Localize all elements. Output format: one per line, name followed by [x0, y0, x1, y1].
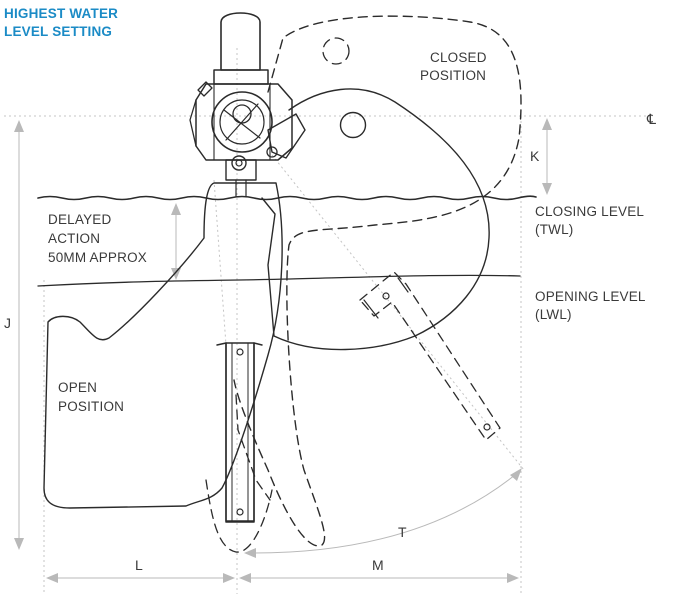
- closed-position-arm: [359, 271, 501, 441]
- arm-axis-guide: [271, 154, 525, 471]
- closed-arm-pin: [382, 292, 390, 300]
- open-arm-pin-end: [236, 508, 244, 516]
- svg-text:DELAYED: DELAYED: [48, 212, 111, 227]
- opening-level-surface: [37, 274, 521, 287]
- svg-text:OPENING LEVEL: OPENING LEVEL: [535, 289, 646, 304]
- dimension-l-label: L: [135, 557, 143, 573]
- valve-head: [189, 12, 306, 197]
- open-arm-swing-outline: [205, 479, 273, 553]
- title-line-2: LEVEL SETTING: [4, 24, 112, 39]
- svg-text:CLOSING LEVEL: CLOSING LEVEL: [535, 204, 644, 219]
- closing-level-label: CLOSING LEVEL (TWL): [535, 204, 644, 237]
- dimension-k-label: K: [530, 148, 540, 164]
- closing-level-surface: [37, 195, 537, 201]
- float-axis-guide: [213, 179, 227, 346]
- dimension-t-label: T: [398, 524, 407, 540]
- svg-text:CLOSED: CLOSED: [430, 50, 487, 65]
- open-position-float: [43, 182, 283, 509]
- dimension-m-label: M: [372, 557, 384, 573]
- dimension-m: M: [239, 557, 519, 583]
- svg-text:50MM APPROX: 50MM APPROX: [48, 250, 147, 265]
- delayed-action-label: DELAYED ACTION 50MM APPROX: [48, 212, 147, 265]
- svg-text:(TWL): (TWL): [535, 222, 574, 237]
- intermediate-float: [261, 88, 490, 351]
- float-hole: [339, 111, 367, 139]
- dimension-t: T: [244, 468, 522, 558]
- centerline-symbol: ℄: [646, 111, 656, 127]
- svg-text:POSITION: POSITION: [58, 399, 124, 414]
- title-line-1: HIGHEST WATER: [4, 6, 118, 21]
- svg-text:OPEN: OPEN: [58, 380, 97, 395]
- dimension-j: J: [4, 120, 24, 550]
- closed-position-float: [233, 15, 522, 547]
- svg-text:POSITION: POSITION: [420, 68, 486, 83]
- closed-float-hole: [322, 37, 350, 65]
- open-position-label: OPEN POSITION: [58, 380, 124, 414]
- delayed-action-dimension: [171, 203, 181, 280]
- dimension-j-label: J: [4, 315, 11, 331]
- opening-level-label: OPENING LEVEL (LWL): [535, 289, 646, 322]
- dimension-k: K: [530, 118, 552, 195]
- open-arm-body: [225, 342, 255, 522]
- open-arm-pin: [236, 348, 244, 356]
- closed-position-label: CLOSED POSITION: [420, 50, 487, 83]
- svg-text:(LWL): (LWL): [535, 307, 572, 322]
- closed-arm-pin-end: [483, 423, 491, 431]
- dimension-l: L: [46, 557, 235, 583]
- svg-text:ACTION: ACTION: [48, 231, 100, 246]
